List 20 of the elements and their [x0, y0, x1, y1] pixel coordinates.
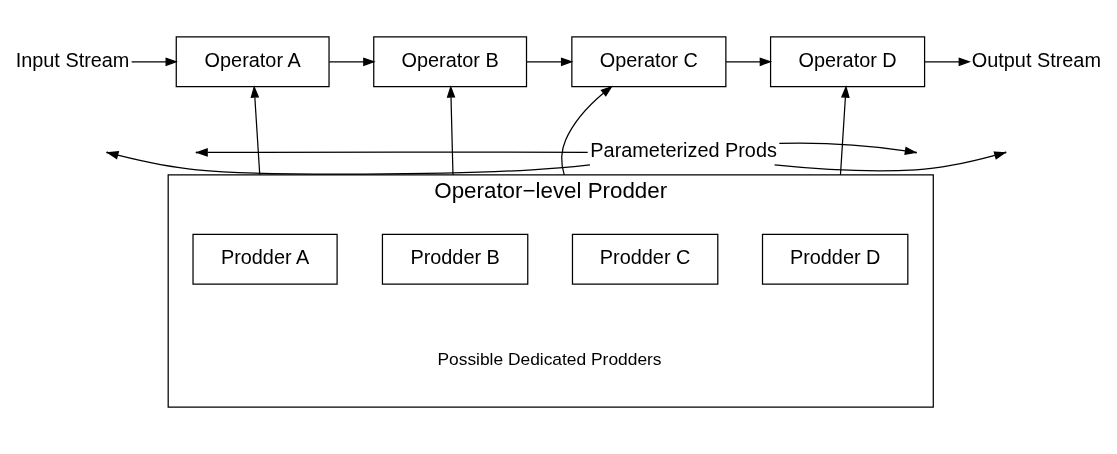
node-box: Operator A [175, 36, 330, 88]
node-box: Prodder C [571, 233, 719, 285]
arrow [525, 57, 574, 67]
node-text: Input Stream [15, 48, 130, 71]
node-box: Prodder B [381, 233, 529, 285]
node-text: Output Stream [971, 48, 1101, 71]
node-box: Prodder A [192, 233, 338, 285]
arrow [839, 85, 850, 176]
arrow [250, 85, 261, 176]
node-text: Parameterized Prods [590, 139, 777, 162]
node-box: Operator B [373, 36, 528, 88]
node-box: Operator C [571, 36, 727, 88]
arrow [131, 57, 178, 67]
arrow [725, 57, 773, 67]
node-box: Operator D [769, 36, 926, 88]
arrow [924, 57, 972, 67]
arrow [328, 57, 376, 67]
arrow [446, 85, 456, 176]
node-box: Prodder D [761, 233, 909, 285]
arrow [561, 85, 613, 176]
